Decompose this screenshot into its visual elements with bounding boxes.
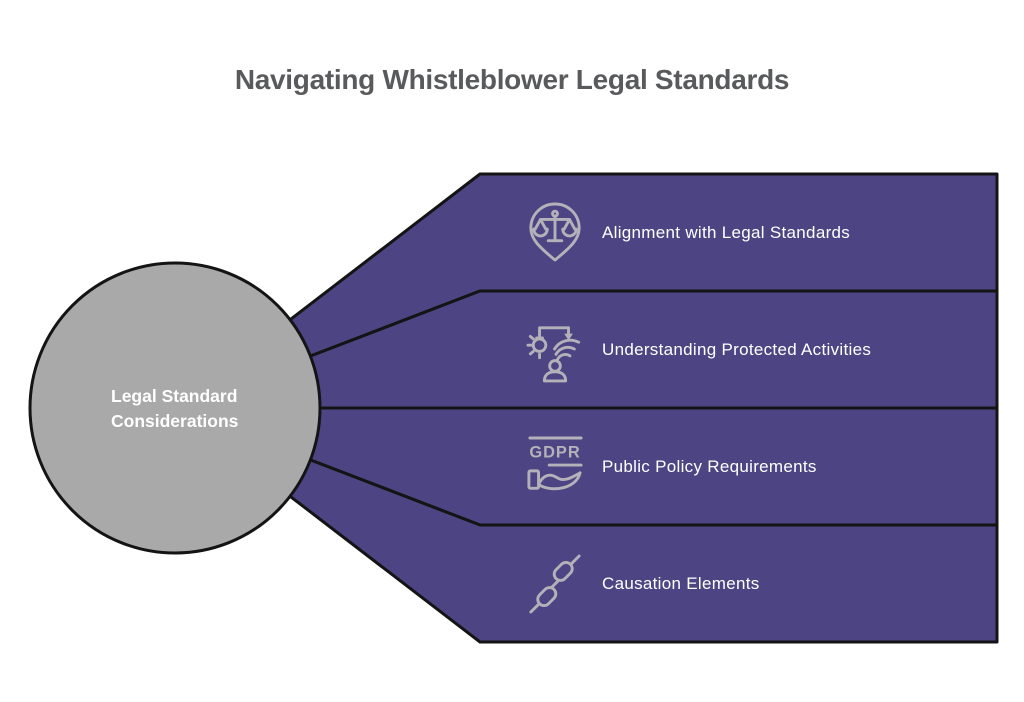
banner-shape-4 — [173, 406, 999, 644]
banner-label-causation: Causation Elements — [602, 573, 760, 593]
banner-item-causation: Causation Elements — [480, 525, 998, 642]
scales-of-justice-pin-icon — [526, 200, 584, 266]
gdpr-icon-text: GDPR — [529, 443, 580, 461]
banner-item-protected-activities: Understanding Protected Activities — [480, 291, 998, 408]
center-circle — [28, 261, 322, 555]
banner-item-alignment: Alignment with Legal Standards — [480, 174, 998, 291]
idea-transfer-person-icon — [526, 317, 584, 383]
page-title: Navigating Whistleblower Legal Standards — [234, 64, 790, 95]
center-circle-label-line1: Legal Standard — [111, 386, 238, 406]
center-circle-label-line2: Considerations — [111, 411, 239, 431]
banner-label-protected-activities: Understanding Protected Activities — [602, 339, 872, 359]
banner-item-public-policy: GDPR Public Policy Requirements — [480, 408, 998, 525]
gdpr-compliance-hand-icon: GDPR — [526, 434, 584, 500]
center-circle-label: Legal Standard Considerations — [111, 384, 238, 434]
banner-label-public-policy: Public Policy Requirements — [602, 456, 817, 476]
chain-links-icon — [526, 551, 584, 617]
banner-label-alignment: Alignment with Legal Standards — [602, 222, 851, 242]
